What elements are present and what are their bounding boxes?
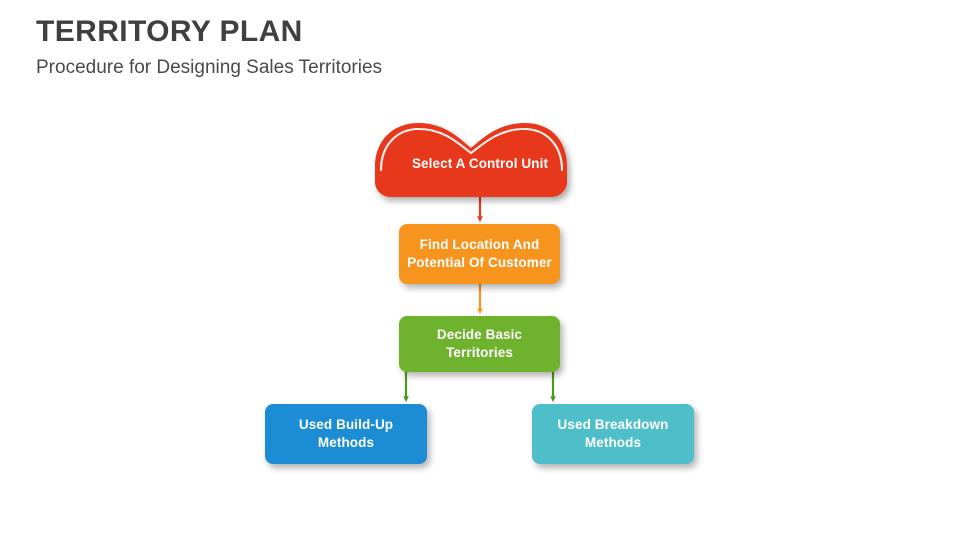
node-label-select-a-control-unit: Select A Control Unit	[411, 156, 549, 172]
node-label-build-up: Used Build-Up Methods	[273, 416, 419, 452]
node-find-location-and-potential-of-customer[interactable]: Find Location And Potential Of Customer	[399, 224, 560, 284]
node-decide-basic-territories[interactable]: Decide Basic Territories	[399, 316, 560, 372]
cloud-shape	[375, 123, 567, 197]
node-label-breakdown: Used Breakdown Methods	[540, 416, 686, 452]
node-label-line-1: Used Breakdown	[557, 417, 669, 433]
node-select-a-control-unit[interactable]: Select A Control Unit	[375, 121, 585, 197]
node-label-line-1: Find Location And	[419, 237, 540, 253]
node-label-line-1: Used Build-Up	[298, 417, 394, 433]
page-subtitle: Procedure for Designing Sales Territorie…	[36, 57, 383, 79]
node-label-decide-basic-territories: Decide Basic Territories	[436, 327, 523, 360]
node-used-build-up-methods[interactable]: Used Build-Up Methods	[265, 404, 427, 464]
node-label-line-2: Potential Of Customer	[407, 255, 552, 270]
node-label-line-2: Methods	[584, 435, 642, 450]
node-label-line-2: Methods	[317, 435, 375, 450]
node-label-find-location: Find Location And Potential Of Customer	[407, 236, 552, 272]
header: TERRITORY PLAN Procedure for Designing S…	[36, 14, 736, 80]
page-title: TERRITORY PLAN	[36, 15, 303, 48]
node-used-breakdown-methods[interactable]: Used Breakdown Methods	[532, 404, 694, 464]
